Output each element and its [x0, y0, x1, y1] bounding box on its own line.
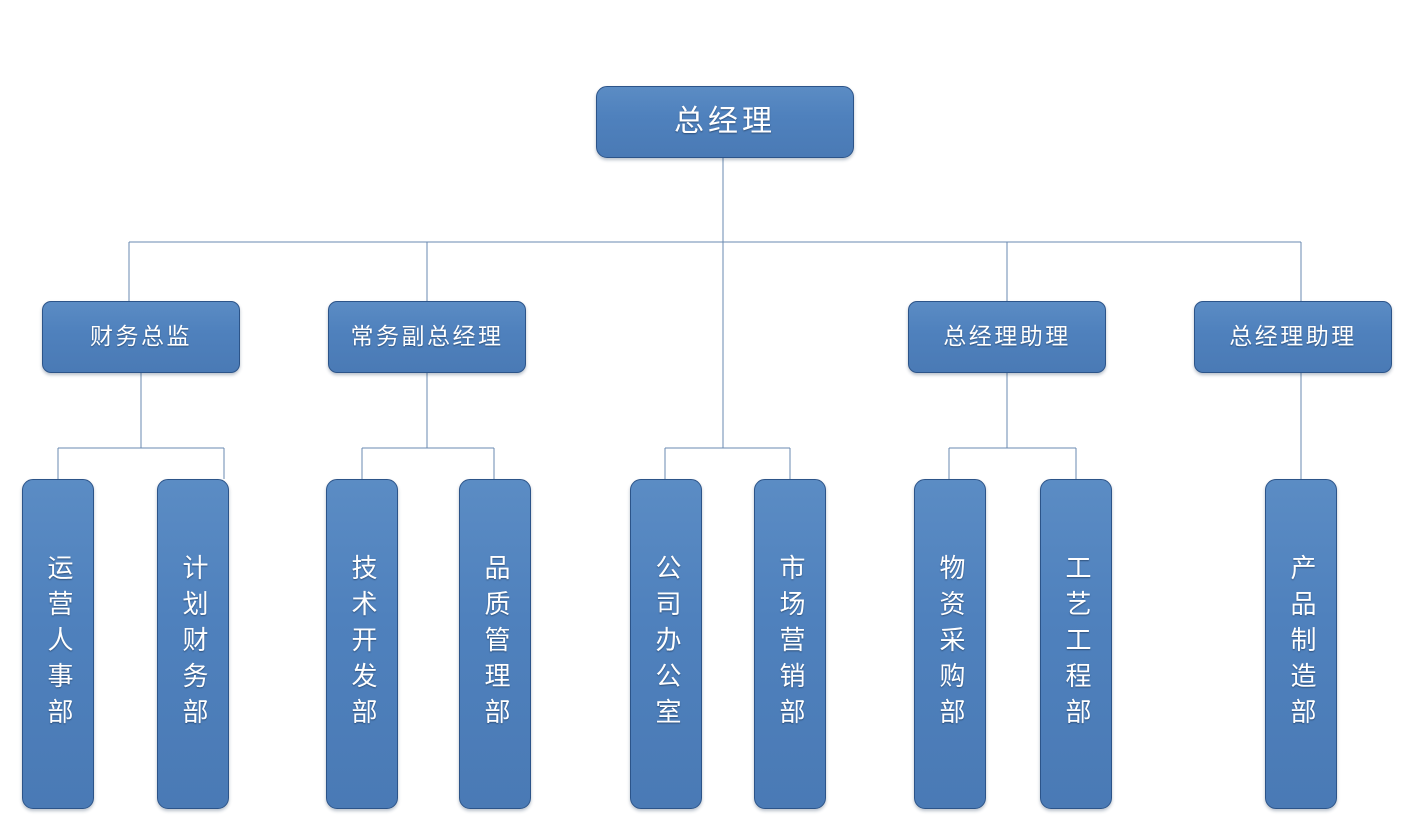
- node-gm-assistant-2[interactable]: 总经理助理: [1194, 301, 1392, 373]
- node-general-manager[interactable]: 总经理: [596, 86, 854, 158]
- node-planning-finance-dept[interactable]: 计划财务部: [157, 479, 229, 809]
- node-material-procurement-dept[interactable]: 物资采购部: [914, 479, 986, 809]
- node-label: 市场营销部: [776, 554, 805, 734]
- node-label: 公司办公室: [652, 554, 681, 734]
- node-quality-management-dept[interactable]: 品质管理部: [459, 479, 531, 809]
- node-gm-assistant-1[interactable]: 总经理助理: [908, 301, 1106, 373]
- node-label: 工艺工程部: [1062, 554, 1091, 734]
- node-marketing-dept[interactable]: 市场营销部: [754, 479, 826, 809]
- node-label: 物资采购部: [936, 554, 965, 734]
- node-label: 财务总监: [90, 324, 192, 350]
- node-process-engineering-dept[interactable]: 工艺工程部: [1040, 479, 1112, 809]
- node-label: 产品制造部: [1287, 554, 1316, 734]
- node-label: 总经理: [674, 105, 776, 139]
- node-label: 常务副总经理: [350, 324, 504, 350]
- node-label: 总经理助理: [1229, 324, 1357, 350]
- node-finance-director[interactable]: 财务总监: [42, 301, 240, 373]
- node-label: 品质管理部: [481, 554, 510, 734]
- node-executive-deputy-gm[interactable]: 常务副总经理: [328, 301, 526, 373]
- node-operations-hr-dept[interactable]: 运营人事部: [22, 479, 94, 809]
- node-label: 运营人事部: [44, 554, 73, 734]
- node-company-office[interactable]: 公司办公室: [630, 479, 702, 809]
- node-label: 总经理助理: [943, 324, 1071, 350]
- node-product-manufacturing-dept[interactable]: 产品制造部: [1265, 479, 1337, 809]
- node-label: 技术开发部: [348, 554, 377, 734]
- node-label: 计划财务部: [179, 554, 208, 734]
- node-technical-development-dept[interactable]: 技术开发部: [326, 479, 398, 809]
